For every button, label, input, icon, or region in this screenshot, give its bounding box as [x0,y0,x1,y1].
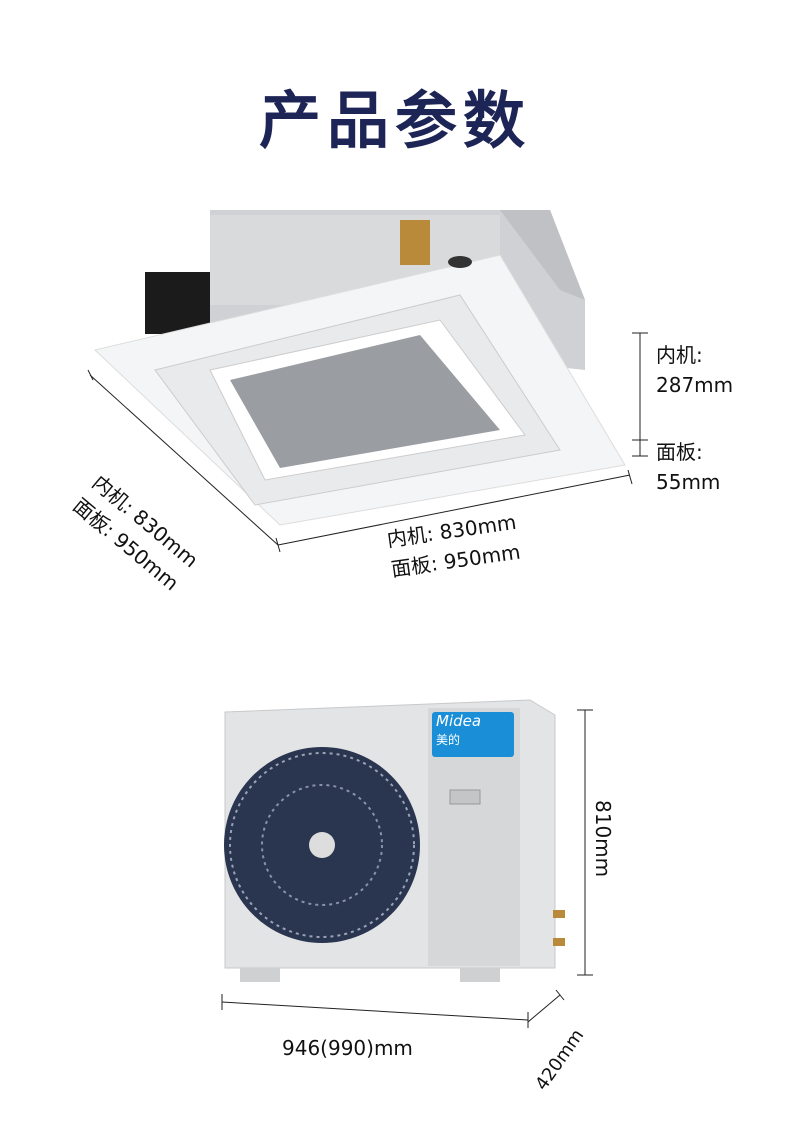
outdoor-height-label: 810mm [591,800,615,878]
panel-height-value: 55mm [656,470,721,494]
outdoor-brand-logo: Midea 美的 [436,712,481,749]
outdoor-width-label: 946(990)mm [282,1036,413,1060]
indoor-height-inner-label: 内机: [656,343,703,367]
panel-height-label-text: 面板: [656,440,703,464]
page-title: 产品参数 [258,84,531,157]
brand-name-cn: 美的 [436,733,461,747]
panel-height-label: 面板: 55mm [656,437,720,497]
brand-name: Midea [436,712,482,730]
indoor-dimension-lines [87,332,648,553]
indoor-height-label: 内机: 287mm [656,340,733,400]
outdoor-unit-image [224,699,565,982]
indoor-unit-image [93,210,626,526]
indoor-height-inner-value: 287mm [656,373,734,397]
outdoor-dimension-lines [221,709,593,1028]
